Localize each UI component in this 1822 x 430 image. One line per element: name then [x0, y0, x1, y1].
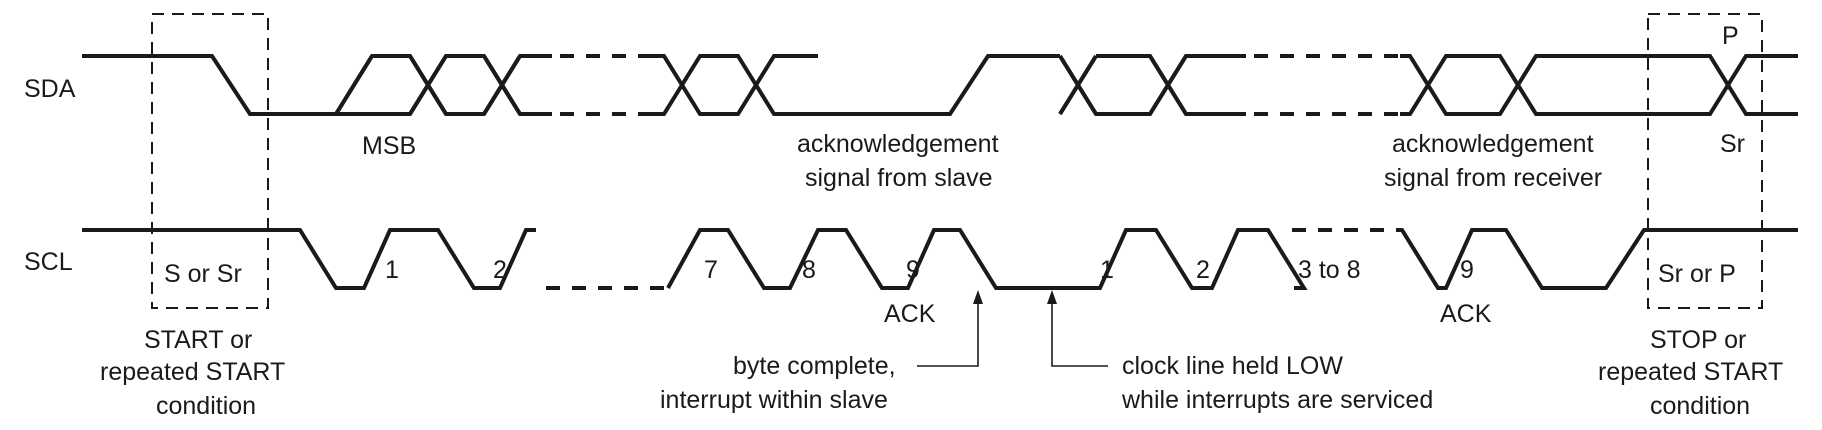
sda-waveform [82, 54, 1798, 116]
scl-bit-2: 2 [493, 256, 507, 284]
byte-complete-line2: interrupt within slave [660, 386, 888, 414]
scl-second-byte [1074, 228, 1308, 290]
scl-bit-2b: 2 [1196, 256, 1210, 284]
scl-final [1396, 228, 1798, 290]
ack-slave-line1: acknowledgement [797, 130, 999, 158]
scl-bits-7-9 [666, 228, 1000, 290]
scl-label: SCL [24, 248, 73, 276]
stop-box-label: Sr or P [1658, 260, 1736, 288]
scl-bit-8: 8 [802, 256, 816, 284]
sda-label: SDA [24, 75, 76, 103]
start-caption-1: START or [144, 326, 252, 354]
stop-p-label: P [1722, 22, 1739, 50]
stop-condition-box [1647, 13, 1763, 309]
scl-bit-1b: 1 [1100, 256, 1114, 284]
restart-sr-label: Sr [1720, 130, 1745, 158]
scl-bit-9: 9 [906, 256, 920, 284]
ack-slave-line2: signal from slave [805, 164, 993, 192]
scl-bit-7: 7 [704, 256, 718, 284]
start-condition-box [151, 13, 269, 309]
sda-start-segment [82, 54, 336, 116]
stop-caption-3: condition [1650, 392, 1750, 420]
ack-label-second: ACK [1440, 300, 1492, 328]
scl-bit-9b: 9 [1460, 256, 1474, 284]
stop-caption-2: repeated START [1598, 358, 1783, 386]
ack-receiver-line2: signal from receiver [1384, 164, 1602, 192]
clock-held-line2: while interrupts are serviced [1121, 386, 1433, 414]
sda-ack-segment [818, 54, 1060, 116]
ack-label-first: ACK [884, 300, 936, 328]
start-caption-2: repeated START [100, 358, 285, 386]
clock-held-pointer [1047, 290, 1108, 367]
scl-waveform [82, 228, 1798, 290]
scl-start-segment [82, 228, 536, 290]
byte-complete-line1: byte complete, [733, 352, 896, 380]
clock-held-line1: clock line held LOW [1122, 352, 1343, 380]
msb-label: MSB [362, 132, 416, 160]
stop-caption-1: STOP or [1650, 326, 1746, 354]
start-box-label: S or Sr [164, 260, 242, 288]
byte-complete-pointer [917, 290, 983, 367]
start-caption-3: condition [156, 392, 256, 420]
ack-receiver-line1: acknowledgement [1392, 130, 1594, 158]
scl-bits-3to8: 3 to 8 [1298, 256, 1361, 284]
scl-bit-1: 1 [385, 256, 399, 284]
